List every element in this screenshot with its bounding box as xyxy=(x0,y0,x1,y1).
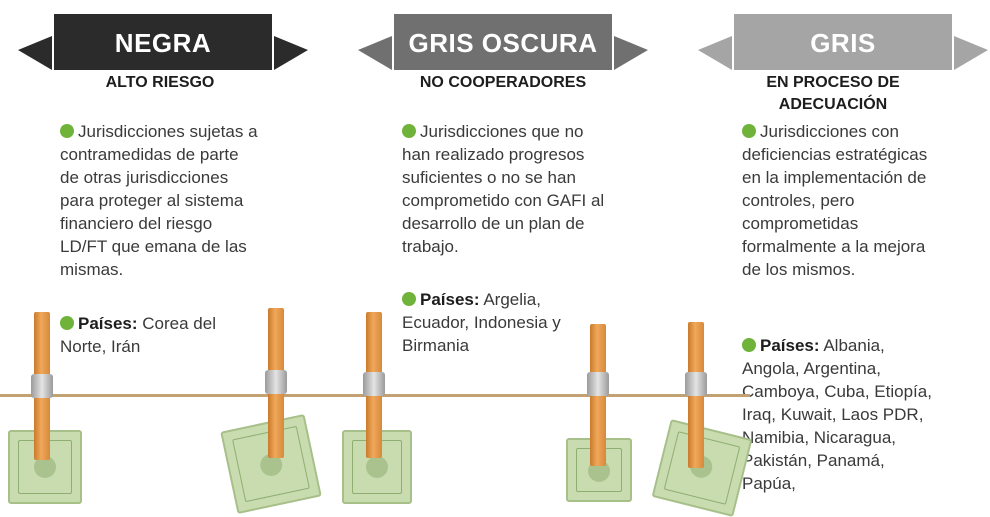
bullet-icon xyxy=(742,124,756,138)
description-gris-oscura: Jurisdicciones que no han realizado prog… xyxy=(402,122,605,256)
description-gris: Jurisdicciones con deficiencias estratég… xyxy=(742,122,928,279)
bullet-icon xyxy=(402,124,416,138)
banner-title: NEGRA xyxy=(114,28,212,58)
banner-gris-oscura: GRIS OSCURA xyxy=(358,14,648,70)
description-negra: Jurisdicciones sujetas a contramedidas d… xyxy=(60,122,258,279)
clothespin-icon xyxy=(31,312,53,460)
banner-title: GRIS xyxy=(810,28,876,58)
bullet-icon xyxy=(742,338,756,352)
countries-negra: Países: Corea del Norte, Irán xyxy=(60,314,216,356)
clothespin-icon xyxy=(685,322,707,468)
subtitle-en-proceso: EN PROCESO DE ADECUACIÓN xyxy=(766,74,900,113)
clothespin-icon xyxy=(363,312,385,458)
banner-ribbon-shape xyxy=(18,14,308,70)
countries-gris-oscura: Países: Argelia, Ecuador, Indonesia y Bi… xyxy=(402,290,561,355)
bullet-icon xyxy=(60,124,74,138)
banner-ribbon-shape xyxy=(698,14,988,70)
bullet-icon xyxy=(60,316,74,330)
banner-negra: NEGRA xyxy=(18,14,308,70)
clothespin-icon xyxy=(587,324,609,466)
bullet-icon xyxy=(402,292,416,306)
subtitle-alto-riesgo: ALTO RIESGO xyxy=(105,74,215,91)
banner-ribbon-shape xyxy=(358,14,648,70)
clothespin-icon xyxy=(265,308,287,458)
countries-gris: Países: Albania, Angola, Argentina, Camb… xyxy=(742,336,932,493)
subtitle-no-cooperadores: NO COOPERADORES xyxy=(419,74,587,91)
banner-gris: GRIS xyxy=(698,14,988,70)
banner-title: GRIS OSCURA xyxy=(408,28,598,58)
